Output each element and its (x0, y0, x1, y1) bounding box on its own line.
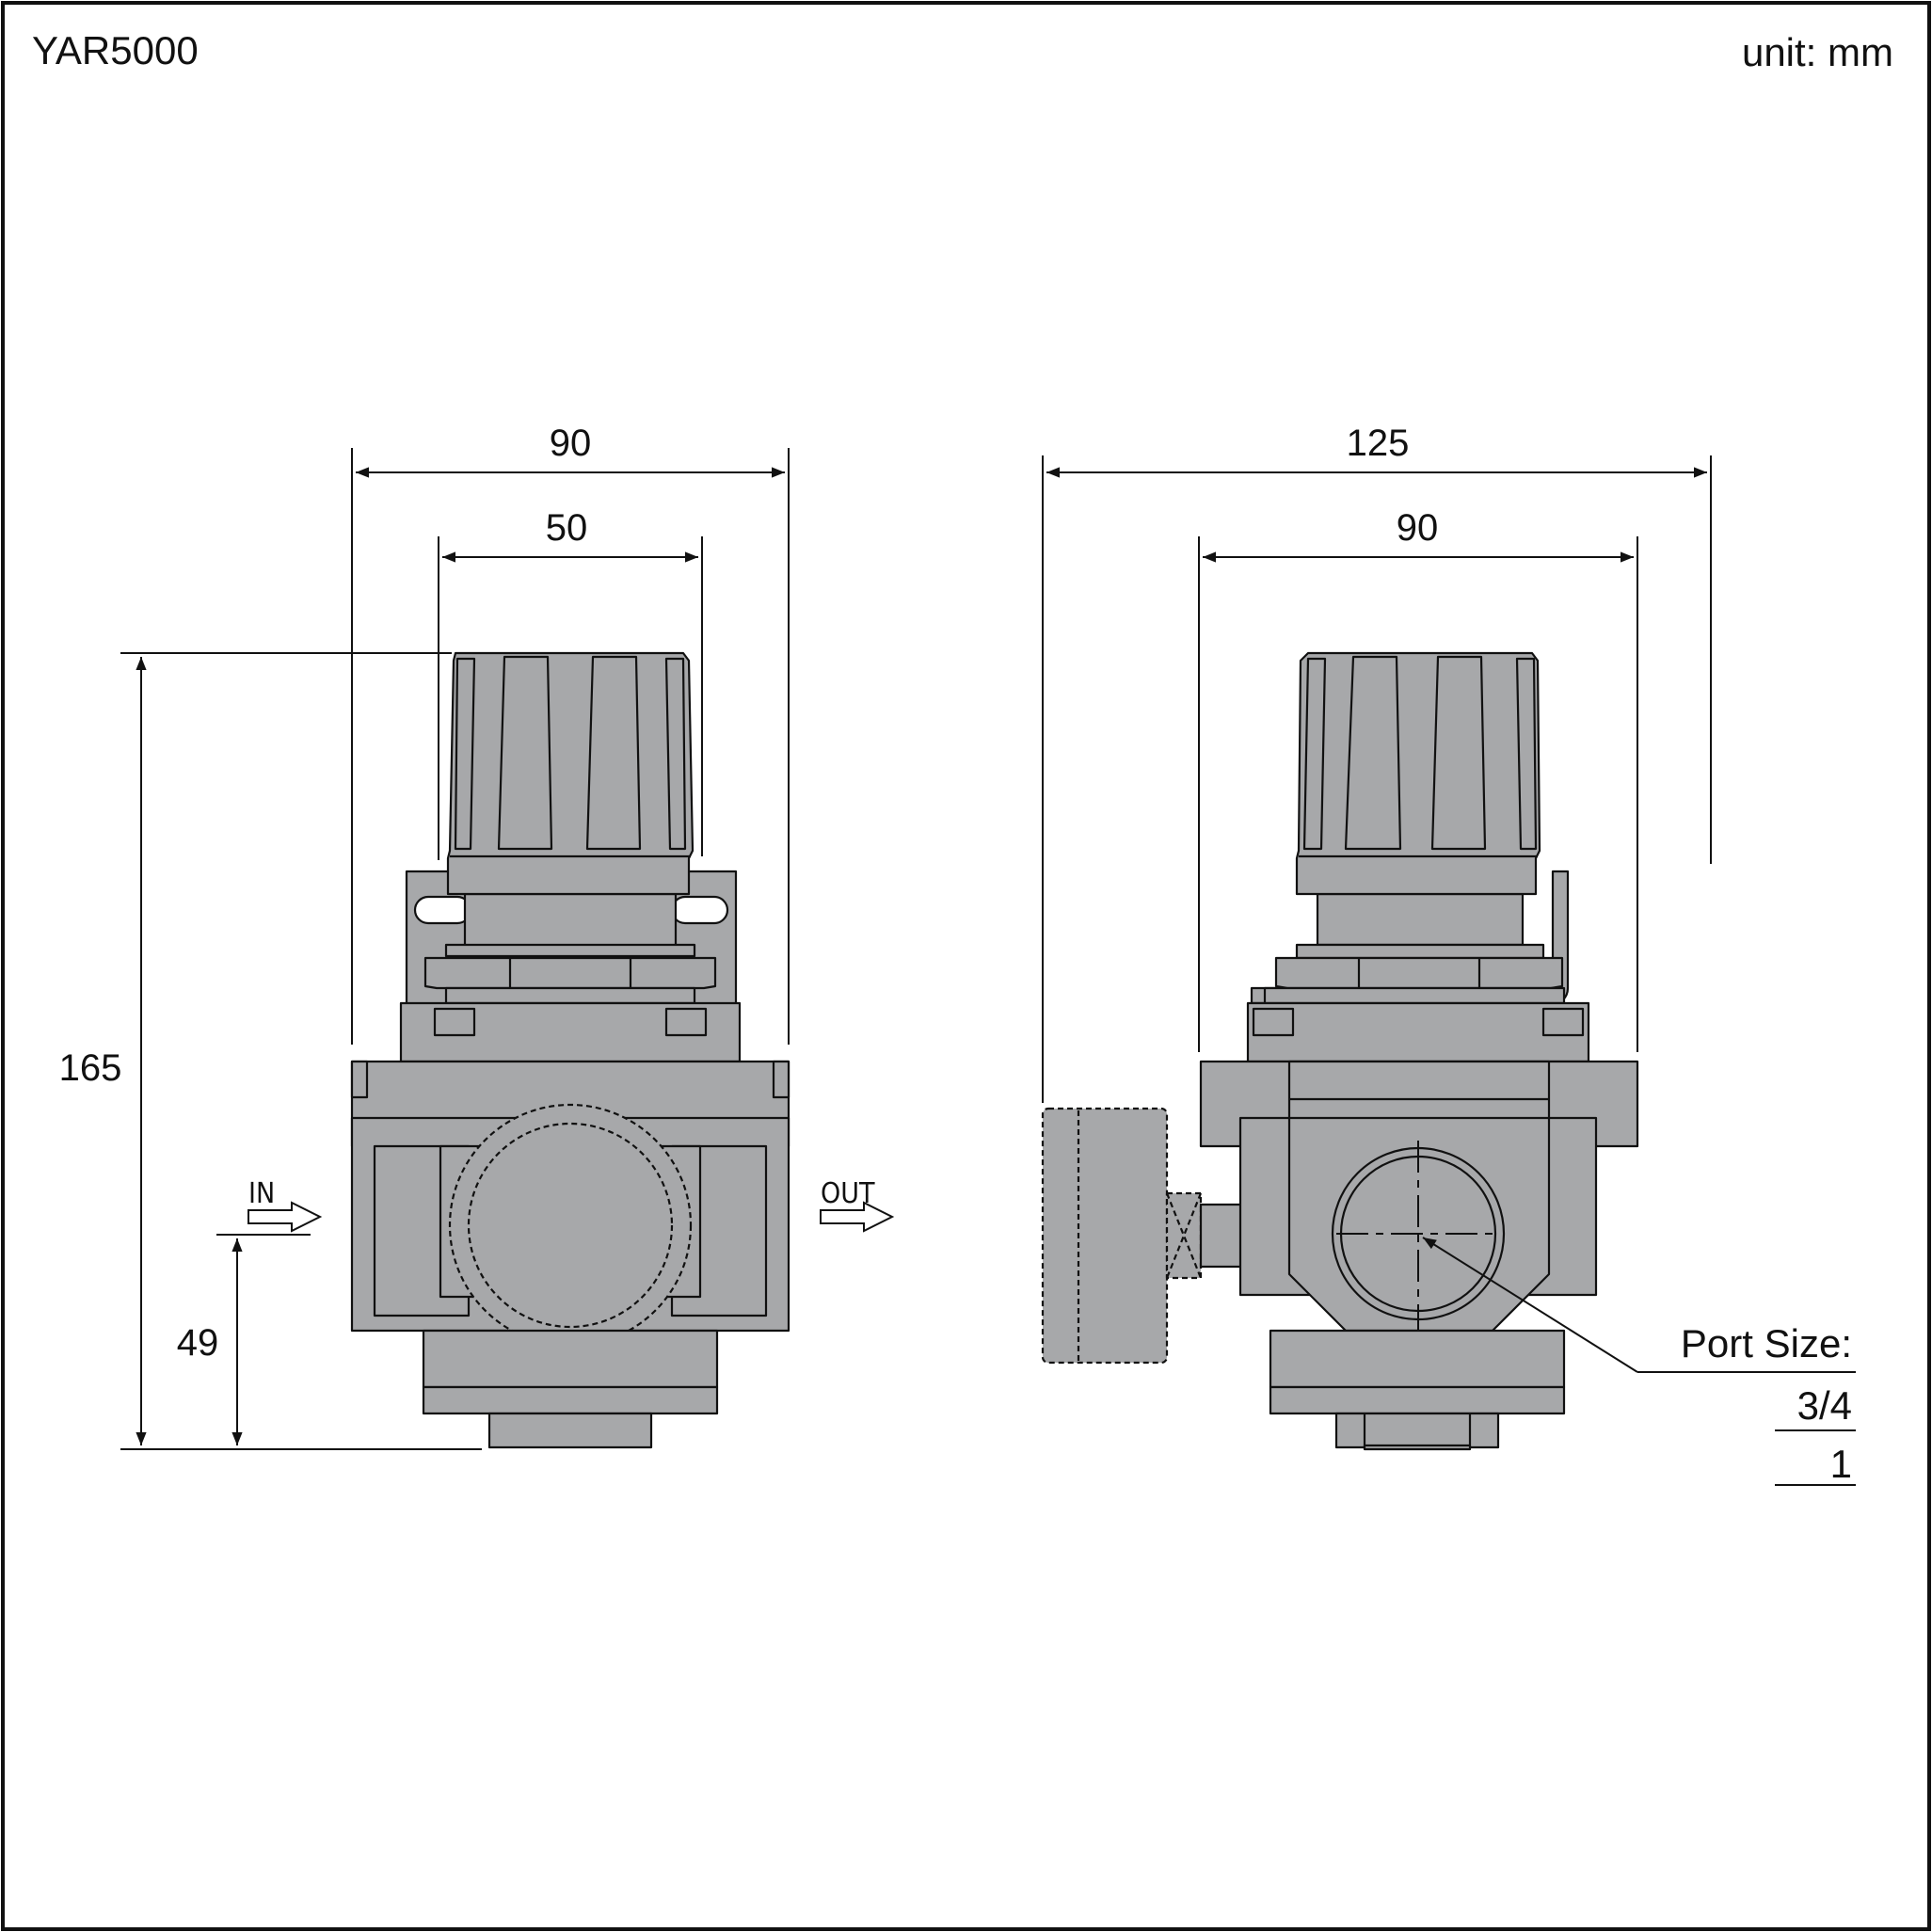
drain-plug (1334, 1412, 1500, 1449)
knob-rib (664, 657, 687, 851)
bonnet-neck (1316, 892, 1525, 947)
upper-block-tab-left (433, 1007, 476, 1037)
knob-rib (497, 655, 553, 851)
upper-block-tab-right (664, 1007, 708, 1037)
lower-ring (422, 1385, 719, 1415)
port-size-leader (1422, 1237, 1856, 1486)
knob-rib (1430, 655, 1487, 851)
side-dimensions (1042, 455, 1712, 1103)
port-size-option: 1 (1830, 1442, 1852, 1486)
body-side-tab-right (772, 1060, 790, 1099)
knob-rib (1515, 657, 1538, 851)
port-size-label: Port Size: (1681, 1321, 1852, 1365)
bracket-slot-left (413, 895, 472, 925)
nut-base (1263, 986, 1566, 1005)
dim-width-knob: 50 (546, 507, 588, 549)
body-side-tab-left (350, 1060, 369, 1099)
inlet-label: IN (248, 1177, 275, 1210)
lower-body (422, 1329, 719, 1389)
upper-block-tab-left (1252, 1007, 1295, 1037)
knob-rib (454, 657, 476, 851)
pressure-gauge (1041, 1107, 1169, 1365)
knob-rib (585, 655, 642, 851)
outlet-arrow (820, 1201, 895, 1233)
bonnet-ring (1295, 943, 1545, 960)
dim-width-body: 90 (1397, 507, 1439, 549)
adjust-knob (1295, 651, 1541, 896)
connector-cross (1165, 1192, 1203, 1279)
dim-height-overall: 165 (59, 1047, 122, 1089)
knob-rib (1344, 655, 1402, 851)
gauge-port-inner (467, 1122, 674, 1329)
dim-port-height: 49 (177, 1322, 219, 1364)
bonnet-ring (444, 943, 696, 958)
hex-nut (423, 956, 717, 990)
front-dimensions (120, 448, 790, 1450)
port-size-option: 3/4 (1797, 1383, 1852, 1428)
lower-body (1269, 1329, 1566, 1389)
dim-width-overall: 90 (550, 423, 592, 464)
nut-base (444, 986, 696, 1005)
upper-block (1246, 1001, 1590, 1063)
gauge-stem (1199, 1203, 1244, 1269)
model-title: YAR5000 (32, 28, 199, 72)
dim-depth-overall: 125 (1347, 423, 1410, 464)
drain-plug (487, 1412, 653, 1449)
lower-ring (1269, 1385, 1566, 1415)
bonnet-neck (463, 892, 678, 949)
connector-cross (1165, 1192, 1203, 1279)
leader-arrow (1422, 1237, 1638, 1373)
hex-nut (1274, 956, 1564, 990)
side-view (1041, 651, 1639, 1451)
adjust-knob (446, 651, 695, 896)
front-view (350, 651, 790, 1449)
outlet-label: OUT (821, 1177, 875, 1210)
bracket-slot-right (670, 895, 729, 925)
port-centerlines (1336, 1141, 1500, 1331)
unit-label: unit: mm (1742, 30, 1893, 74)
inlet-arrow (247, 1201, 323, 1233)
upper-block-tab-right (1541, 1007, 1585, 1037)
knob-rib (1302, 657, 1327, 851)
plug-cap (1363, 1444, 1472, 1451)
